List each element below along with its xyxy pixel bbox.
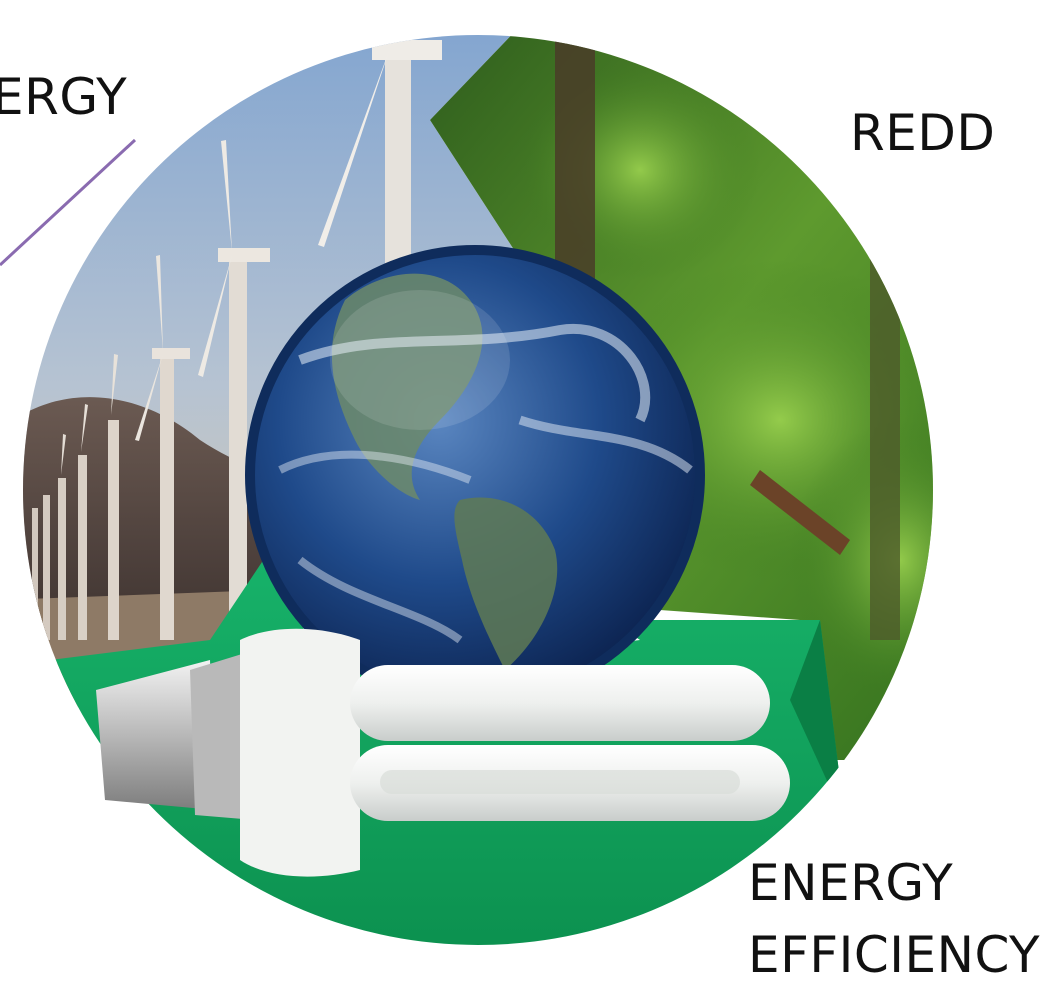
turbine-tower <box>229 255 247 635</box>
turbine-tower <box>160 355 174 640</box>
redd-label: REDD <box>850 104 996 162</box>
connector-line <box>0 138 137 267</box>
north-america <box>331 273 483 500</box>
turbine-tower <box>78 455 87 640</box>
bulb-collar <box>190 650 255 820</box>
bulb-cap <box>96 660 215 810</box>
bulb-housing <box>240 628 360 877</box>
south-america <box>454 497 558 670</box>
energy-efficiency-label-line1: ENERGY <box>748 854 954 912</box>
turbine-tower <box>43 495 50 640</box>
cfl-light-bulb <box>96 628 790 877</box>
turbine-tower <box>58 478 66 640</box>
bulb-tube <box>350 665 770 741</box>
turbine-tower <box>108 420 119 640</box>
earth-globe <box>245 245 705 705</box>
fallen-branch <box>750 470 850 555</box>
energy-efficiency-label-line2: EFFICIENCY <box>748 926 1041 984</box>
tree-trunk <box>870 240 900 640</box>
turbine-tower <box>32 508 38 640</box>
renewable-energy-label: ERGY <box>0 68 128 126</box>
